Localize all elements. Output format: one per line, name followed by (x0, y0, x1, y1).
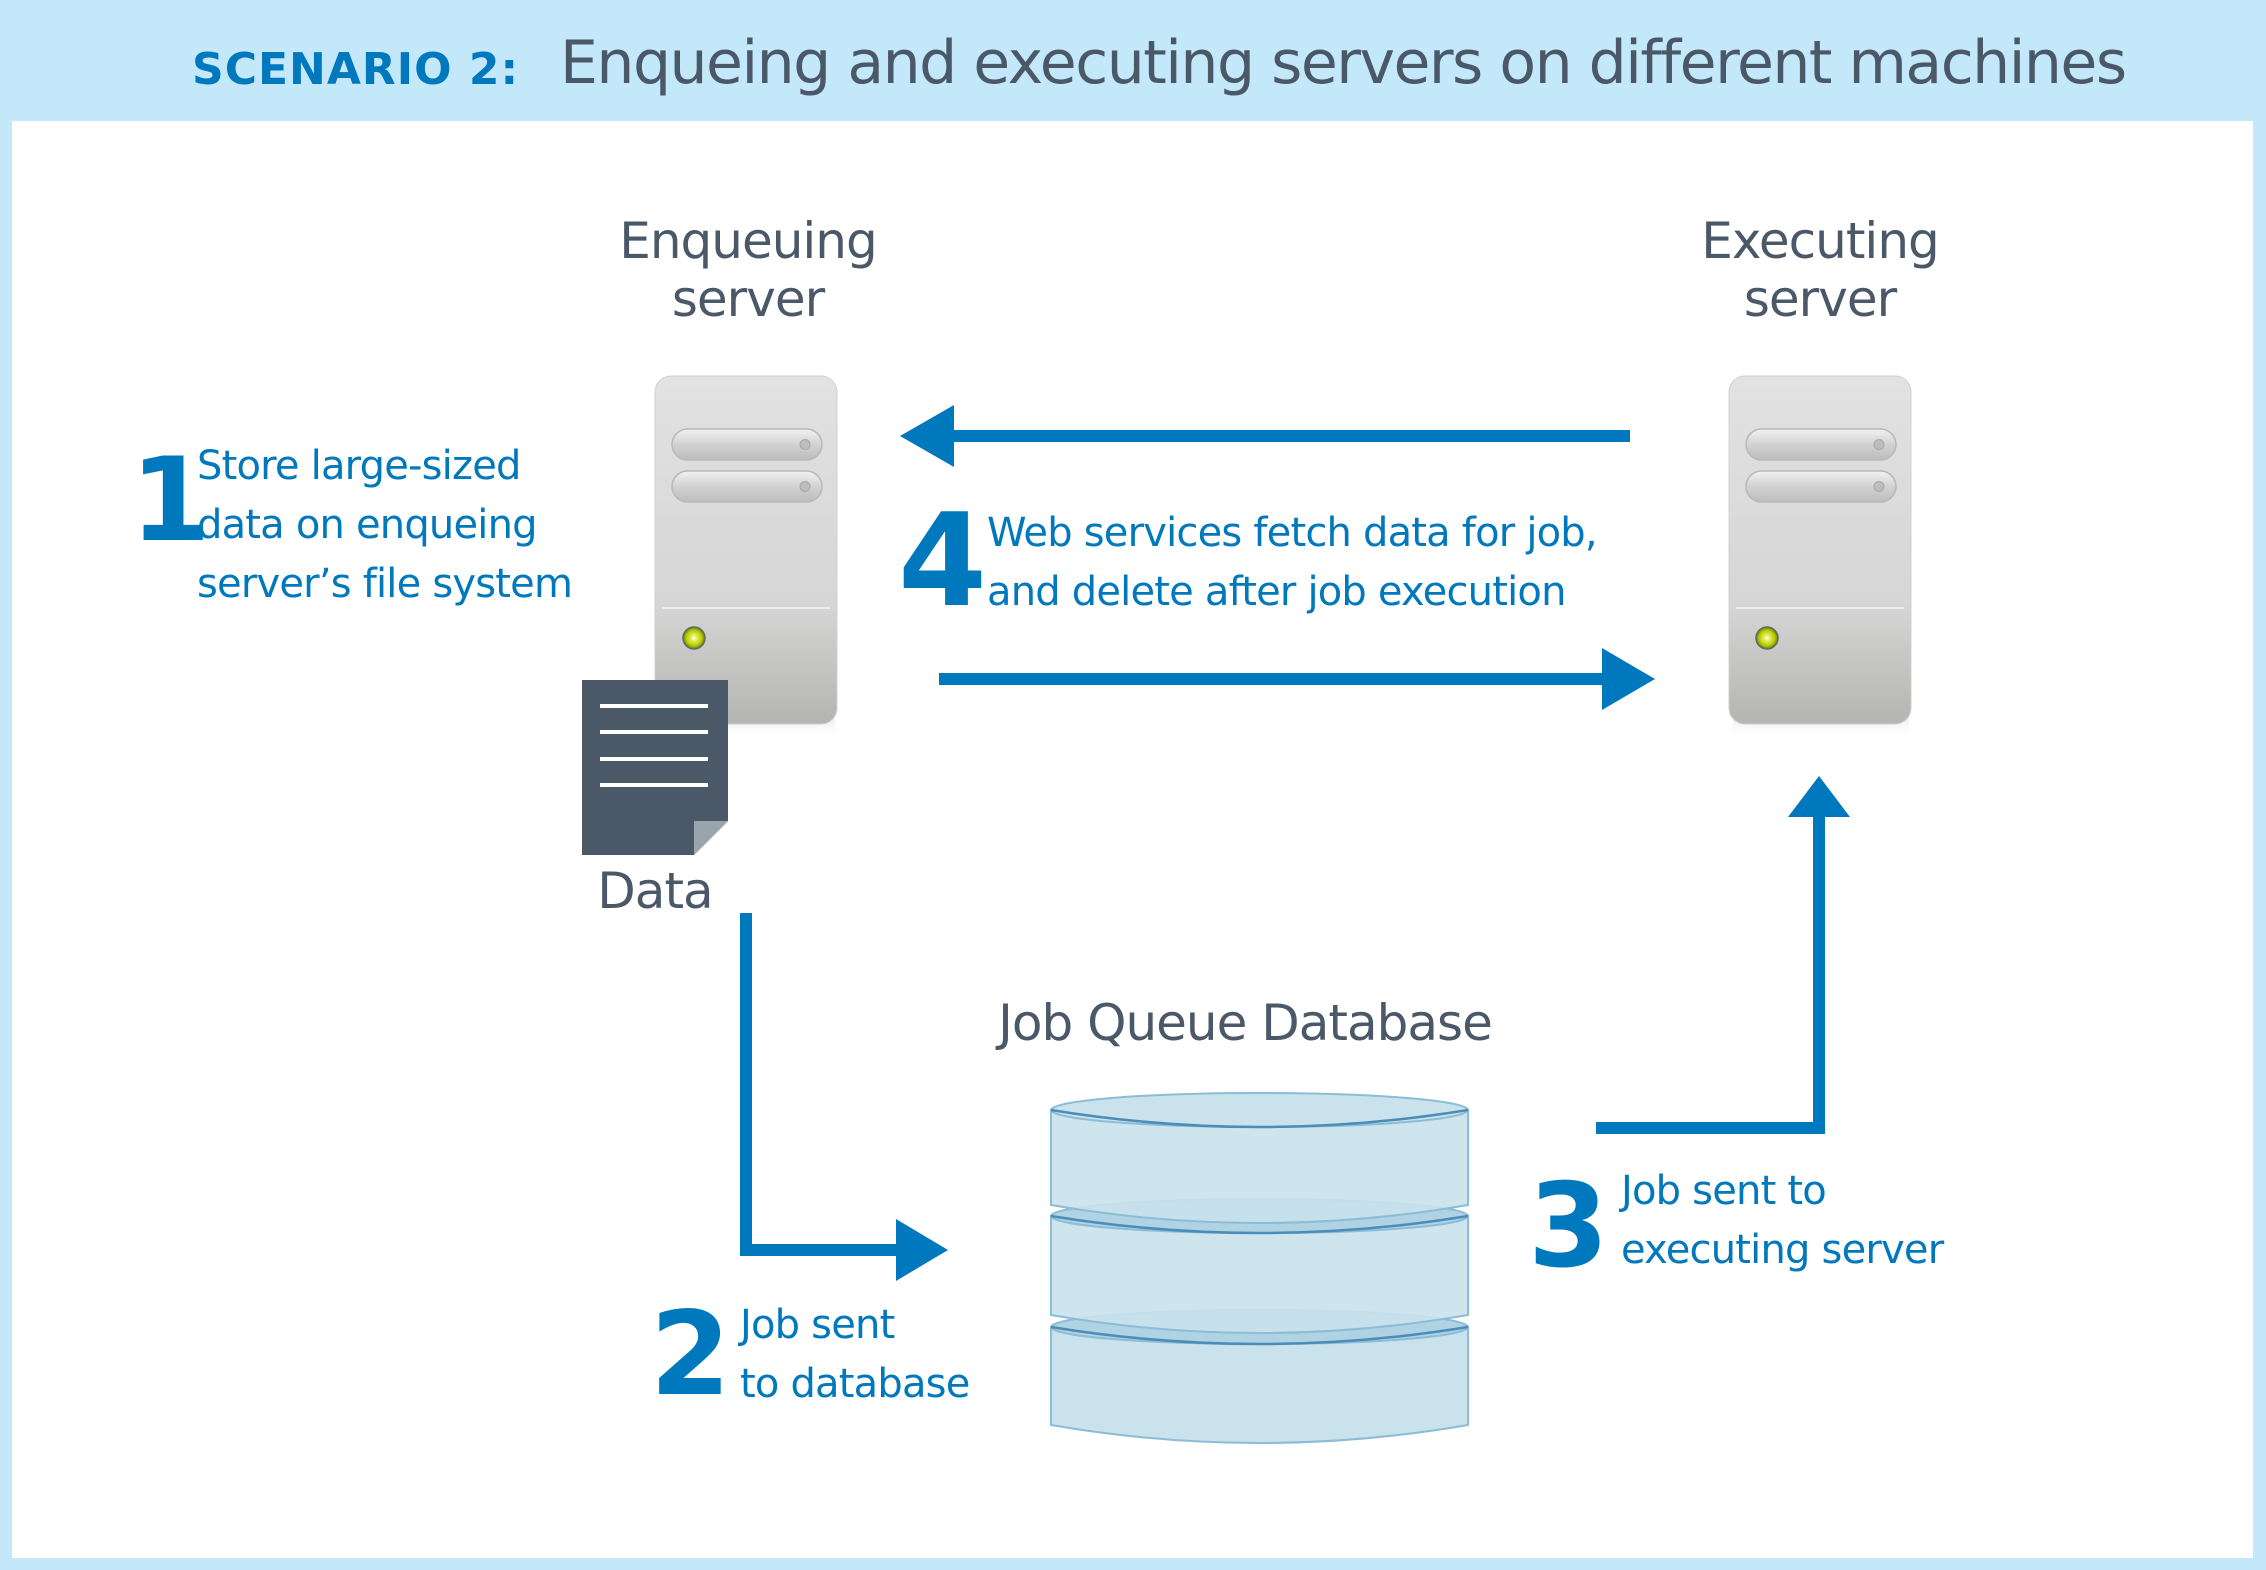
step-2-line: Job sent (740, 1302, 895, 1348)
step-2-line: to database (740, 1361, 970, 1407)
enqueuing-server-icon (654, 375, 838, 742)
data-label: Data (597, 862, 713, 920)
scenario-tag: SCENARIO 2: (192, 44, 520, 95)
step-1-line: data on enqueing (197, 502, 538, 548)
step-3-number: 3 (1528, 1159, 1609, 1294)
diagram-title: Enqueing and executing servers on differ… (560, 28, 2127, 98)
executing-server-label-line1: Executing (1701, 212, 1940, 270)
job-queue-database-icon (1050, 1092, 1469, 1444)
step-1-number: 1 (130, 433, 211, 568)
step-4-number: 4 (898, 487, 988, 636)
enqueuing-server-label-line2: server (671, 270, 825, 328)
step-4-line: Web services fetch data for job, (987, 510, 1598, 556)
job-to-database-arrow (740, 913, 948, 1281)
step-1-line: Store large-sized (197, 443, 521, 489)
step-2-text: Job sent to database (740, 1296, 970, 1414)
executing-server-label-line2: server (1743, 270, 1897, 328)
step-3-text: Job sent to executing server (1621, 1162, 1944, 1280)
database-label: Job Queue Database (998, 994, 1493, 1052)
enqueuing-server-label: Enqueuing server (598, 212, 898, 328)
step-3-line: Job sent to (1621, 1168, 1827, 1214)
step-1-line: server’s file system (197, 561, 573, 607)
step-1-text: Store large-sized data on enqueing serve… (197, 437, 573, 614)
enqueuing-server-label-line1: Enqueuing (619, 212, 877, 270)
fetch-arrow-left (900, 405, 1630, 467)
data-document-icon (582, 680, 728, 855)
fetch-arrow-right (939, 648, 1655, 710)
job-to-executing-arrow (1596, 776, 1850, 1134)
executing-server-icon (1728, 375, 1912, 742)
step-3-line: executing server (1621, 1227, 1944, 1273)
step-2-number: 2 (650, 1287, 731, 1422)
step-4-line: and delete after job execution (987, 569, 1566, 615)
executing-server-label: Executing server (1670, 212, 1970, 328)
step-4-text: Web services fetch data for job, and del… (987, 504, 1598, 622)
